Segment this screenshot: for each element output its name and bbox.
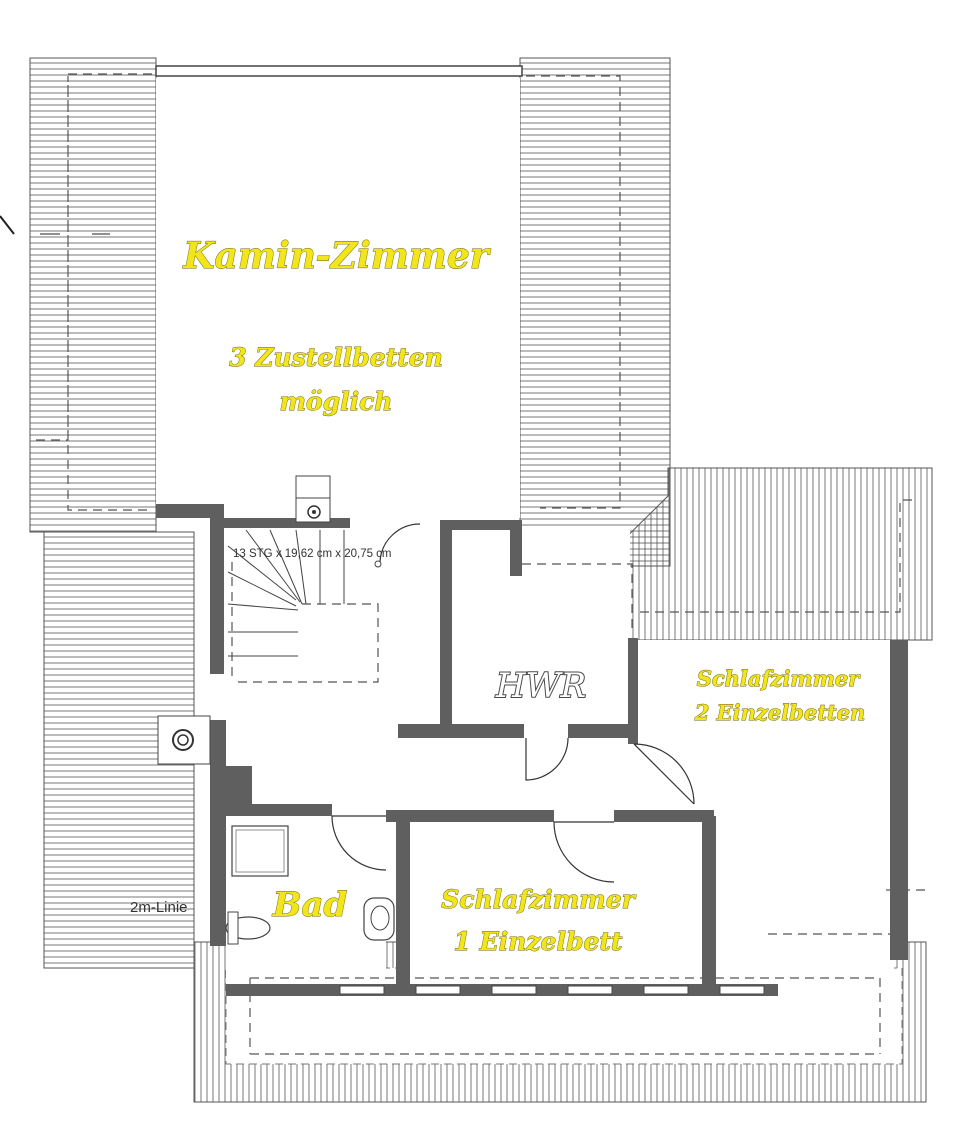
- door-hwr: [525, 737, 569, 781]
- kamin-room-title: Kamin-Zimmer: [182, 235, 492, 277]
- roof-top-left: [29, 57, 157, 533]
- wall-kamin-left-bottom: [156, 504, 210, 518]
- wall-hall-left: [210, 504, 224, 674]
- kamin-room-possible: möglich: [279, 387, 392, 416]
- bedroom-right-beds: 2 Einzelbetten: [694, 700, 866, 725]
- fixtures: [157, 475, 395, 945]
- wall-bath-right: [396, 822, 410, 988]
- bedroom-right-title: Schlafzimmer: [697, 666, 862, 691]
- wall-hwr-right: [628, 638, 638, 744]
- roof-top-right: [519, 57, 671, 567]
- corridor-right-area: [712, 804, 894, 984]
- wall-corridor-bottom-left: [226, 804, 332, 816]
- stair-well-inner: [300, 604, 380, 682]
- bedroom-bottom-title: Schlafzimmer: [441, 885, 636, 914]
- bottom-windows: [339, 985, 765, 995]
- hwr-area: [454, 526, 630, 732]
- door-bedroom-bottom: [553, 821, 615, 883]
- bath-title: Bad: [272, 885, 348, 925]
- wall-hwr-left: [440, 520, 452, 730]
- wall-hwr-right-upper: [510, 520, 522, 576]
- staircase: [227, 529, 382, 657]
- walls: [155, 65, 908, 996]
- kamin-room-beds: 3 Zustellbetten: [229, 343, 443, 372]
- stair-marker: [374, 560, 382, 568]
- shower-tray: [231, 825, 289, 877]
- wall-corridor-bottom-right: [614, 810, 714, 822]
- height-line-label: 2m-Linie: [130, 899, 188, 916]
- bedroom-bottom-bed: 1 Einzelbett: [454, 927, 623, 956]
- kamin-room-area: [156, 78, 520, 518]
- door-bath: [331, 815, 387, 871]
- door-bedroom-right: [633, 743, 695, 805]
- washbasin: [363, 897, 395, 941]
- doors: [331, 523, 695, 883]
- wall-bedroom-right-side: [890, 640, 908, 960]
- bedroom-bottom-area: [404, 816, 710, 984]
- wall-hwr-bottom-left: [398, 724, 524, 738]
- wall-hwr-top: [440, 520, 520, 530]
- wall-hwr-bottom-right: [568, 724, 634, 738]
- wall-top-window: [155, 65, 523, 77]
- wall-hall-top: [210, 518, 350, 528]
- wall-corridor-bottom-mid: [386, 810, 554, 822]
- wall-hall-left-mid: [210, 720, 226, 946]
- door-stairs: [379, 523, 421, 563]
- section-mark: [0, 215, 110, 235]
- stairs-annotation: 13 STG x 19,62 cm x 20,75 cm: [233, 548, 392, 560]
- hwr-title: HWR: [495, 666, 586, 706]
- wall-chimney-block: [226, 766, 252, 810]
- wall-bedroom-bottom-right: [702, 816, 716, 986]
- dashed-lines: [36, 73, 926, 1055]
